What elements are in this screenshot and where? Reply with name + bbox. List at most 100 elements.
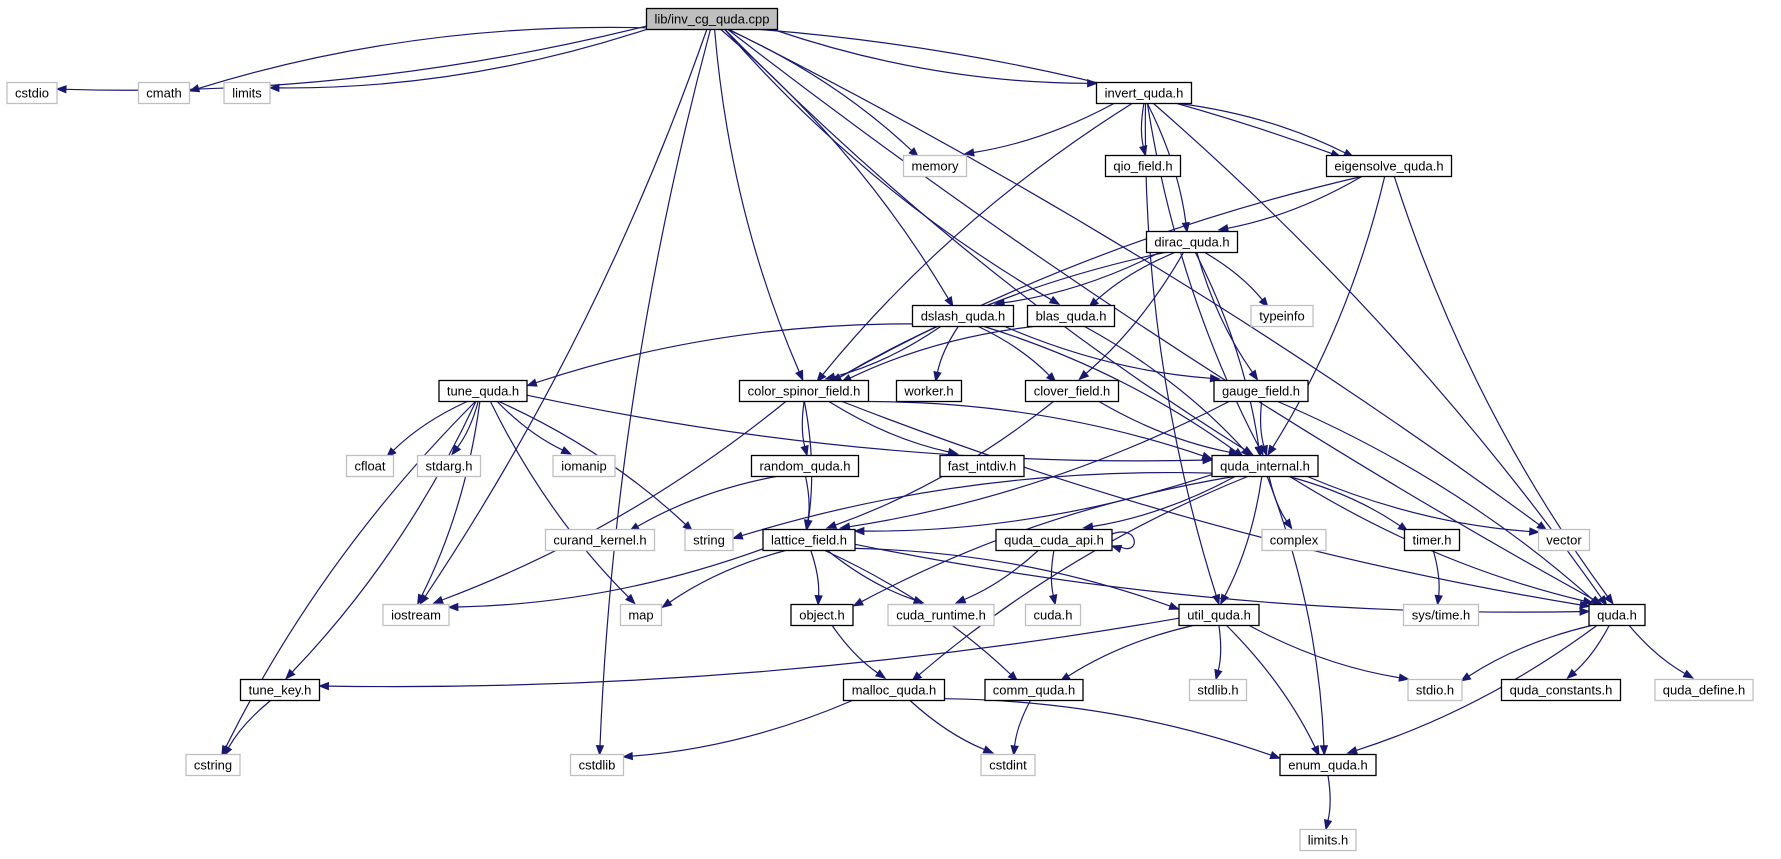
edge-line [1111,531,1135,550]
edge-line [535,323,913,384]
node-box [1024,379,1120,403]
edge-eigensolve-quda-to-dirac-quda [1217,175,1363,233]
node-iomanip: iomanip [552,454,616,478]
edge-quda-internal-to-lattice-field [853,474,1213,536]
edge-line [1004,251,1160,304]
node-box [1537,528,1591,552]
edge-line [457,401,479,448]
arrowhead-icon [188,84,201,93]
node-label: qio_field.h [1113,159,1172,174]
edge-line [834,326,942,378]
edge-line [1432,550,1440,596]
node-object[interactable]: object.h [790,603,854,627]
node-comm-quda[interactable]: comm_quda.h [984,678,1084,702]
node-box [1261,528,1327,552]
edge-util-quda-to-stdio [1248,624,1410,682]
node-label: cstring [194,758,232,773]
node-quda-internal[interactable]: quda_internal.h [1211,454,1319,478]
node-worker[interactable]: worker.h [895,379,963,403]
arrowhead-icon [1217,223,1229,233]
node-memory: memory [902,154,968,178]
arrowhead-icon [285,668,296,680]
edge-line [822,102,1133,375]
arrowhead-icon [1579,607,1591,616]
node-box [1325,154,1453,178]
node-qio-field[interactable]: qio_field.h [1104,154,1182,178]
node-random-quda[interactable]: random_quda.h [750,454,860,478]
arrowhead-icon [560,446,573,455]
edge-line [741,471,1213,537]
edge-line [1227,175,1363,229]
node-label: eigensolve_quda.h [1334,159,1443,174]
edge-line [198,26,647,89]
arrowhead-icon [447,602,459,612]
edge-line [983,325,1237,452]
edge-inv-cg-to-invert-quda [773,28,1098,88]
node-label: cstdio [15,86,49,101]
edge-line [863,474,1213,532]
node-quda[interactable]: quda.h [1588,603,1646,627]
edge-quda-to-enum-quda [1346,625,1598,755]
edge-dirac-quda-to-gauge-field [1196,252,1259,381]
edge-line [1092,475,1236,528]
edge-line [291,401,477,673]
node-label: iomanip [561,459,607,474]
node-util-quda[interactable]: util_quda.h [1178,603,1260,627]
node-box [416,454,482,478]
node-timer[interactable]: timer.h [1403,528,1461,552]
node-limits-h: limits.h [1299,828,1357,852]
node-box [738,379,870,403]
arrowhead-icon [55,85,67,94]
edge-invert-quda-to-color-spinor-field [816,102,1133,383]
node-label: limits.h [1308,833,1348,848]
node-invert-quda[interactable]: invert_quda.h [1095,81,1193,105]
arrowhead-icon [1078,369,1090,381]
node-box [762,528,856,552]
edge-color-spinor-field-to-iostream [432,401,787,604]
edge-line [424,29,708,597]
node-box [1407,678,1463,702]
edge-dirac-quda-to-blas-quda [1088,251,1176,308]
node-quda-cuda-api[interactable]: quda_cuda_api.h [995,528,1113,552]
node-dirac-quda[interactable]: dirac_quda.h [1145,230,1239,254]
node-tune-key[interactable]: tune_key.h [239,678,321,702]
node-gauge-field[interactable]: gauge_field.h [1213,379,1309,403]
edge-inv-cg-to-iostream [419,29,708,606]
node-dslash-quda[interactable]: dslash_quda.h [911,304,1015,328]
arrowhead-icon [1346,746,1358,755]
node-label: fast_intdiv.h [948,459,1016,474]
node-blas-quda[interactable]: blas_quda.h [1026,304,1116,328]
edge-dirac-quda-to-dslash-quda [993,251,1160,307]
node-label: timer.h [1412,533,1451,548]
arrowhead-icon [1181,221,1190,234]
edge-line [727,29,1594,601]
edge-line [1277,400,1594,601]
edge-gauge-field-to-lattice-field [839,400,1230,531]
node-box [552,454,616,478]
node-label: cfloat [354,459,385,474]
arrowhead-icon [595,744,605,756]
node-malloc-quda[interactable]: malloc_quda.h [842,678,946,702]
edge-line [944,698,1272,756]
node-clover-field[interactable]: clover_field.h [1024,379,1120,403]
node-box [1500,678,1622,702]
edge-line [849,400,1230,528]
node-box [6,81,58,105]
node-tune-quda[interactable]: tune_quda.h [438,379,528,403]
edge-tune-quda-to-tune-key [285,401,477,680]
node-enum-quda[interactable]: enum_quda.h [1279,753,1377,777]
arrowhead-icon [982,745,995,754]
arrowhead-icon [1311,744,1320,757]
edge-enum-quda-to-limits-h [1324,775,1333,831]
edge-line [978,325,1050,376]
node-color-spinor-field[interactable]: color_spinor_field.h [738,379,870,403]
edge-dirac-quda-to-clover-field [1078,252,1185,381]
node-quda-constants[interactable]: quda_constants.h [1500,678,1622,702]
node-lattice-field[interactable]: lattice_field.h [762,528,856,552]
node-eigensolve-quda[interactable]: eigensolve_quda.h [1325,154,1453,178]
node-inv-cg[interactable]: lib/inv_cg_quda.cpp [645,7,779,31]
node-fast-intdiv[interactable]: fast_intdiv.h [939,454,1025,478]
edge-line [1194,252,1260,447]
node-label: worker.h [903,384,953,399]
